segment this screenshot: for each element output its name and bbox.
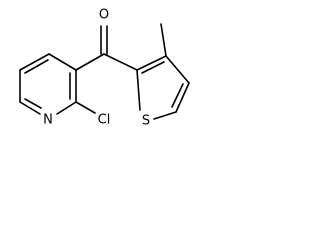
- bond-th-c3-c4: [165, 55, 190, 84]
- atom-nitrogen: N: [43, 113, 53, 128]
- bond-th-c2-c3-inner: [141, 61, 165, 74]
- bond-c3-carbonyl: [75, 53, 105, 71]
- molecule-drawing: O N Cl S: [19, 8, 190, 129]
- atom-chlorine: Cl: [98, 113, 111, 128]
- bond-th-s-c2: [136, 69, 141, 111]
- bond-py-c3-c4: [48, 53, 77, 71]
- bond-py-c6-n-inner: [24, 98, 42, 109]
- bond-c2-cl: [75, 101, 96, 114]
- bond-carbonyl-th-c2: [103, 53, 138, 71]
- bond-th-c3-methyl: [160, 23, 167, 57]
- structure-diagram: O N Cl S: [0, 0, 210, 138]
- bond-th-c5-s: [153, 111, 177, 120]
- bond-th-c2-c3: [136, 55, 167, 71]
- bond-py-n-c2: [56, 101, 77, 115]
- bond-py-c6-n: [19, 101, 41, 115]
- bond-py-c4-c5-inner: [24, 59, 49, 74]
- atom-oxygen: O: [99, 8, 109, 23]
- bond-th-c4-c5-inner: [171, 83, 184, 108]
- bond-py-c4-c5: [19, 53, 50, 71]
- atom-sulfur: S: [142, 114, 150, 129]
- bond-th-c4-c5: [175, 82, 190, 113]
